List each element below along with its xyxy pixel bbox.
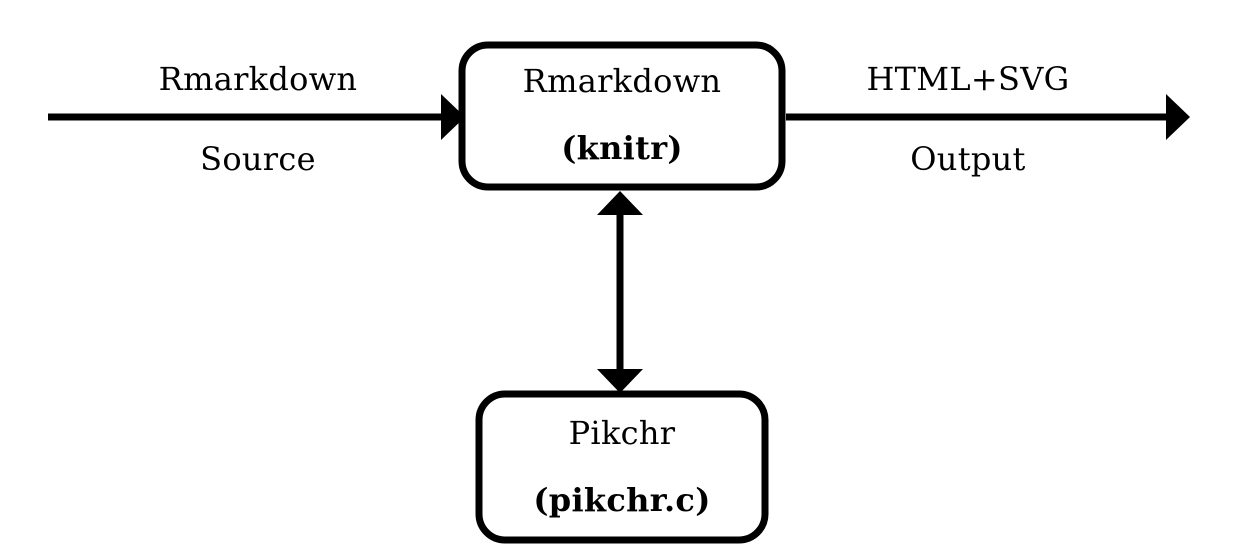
knitr-pikchr-arrow (597, 191, 643, 393)
arrow-head-up-icon (597, 191, 643, 215)
pikchr-box[interactable]: Pikchr (pikchr.c) (475, 390, 769, 544)
pikchr-box-shape[interactable] (475, 390, 769, 544)
input-arrow-head-icon (441, 94, 465, 140)
output-arrow-label-above: HTML+SVG (866, 60, 1069, 98)
output-arrow (786, 94, 1190, 140)
output-arrow-head-icon (1166, 94, 1190, 140)
knitr-box[interactable]: Rmarkdown (knitr) (458, 41, 786, 191)
knitr-box-line1: Rmarkdown (523, 62, 722, 100)
arrow-head-down-icon (597, 369, 643, 393)
input-arrow-label-below: Source (200, 140, 316, 178)
input-arrow (48, 94, 465, 140)
pikchr-box-line1: Pikchr (569, 414, 676, 452)
knitr-box-shape[interactable] (458, 41, 786, 191)
knitr-box-line2: (knitr) (561, 129, 683, 167)
output-arrow-label-below: Output (910, 140, 1025, 178)
input-arrow-label-above: Rmarkdown (159, 60, 358, 98)
pikchr-box-line2: (pikchr.c) (533, 481, 710, 519)
